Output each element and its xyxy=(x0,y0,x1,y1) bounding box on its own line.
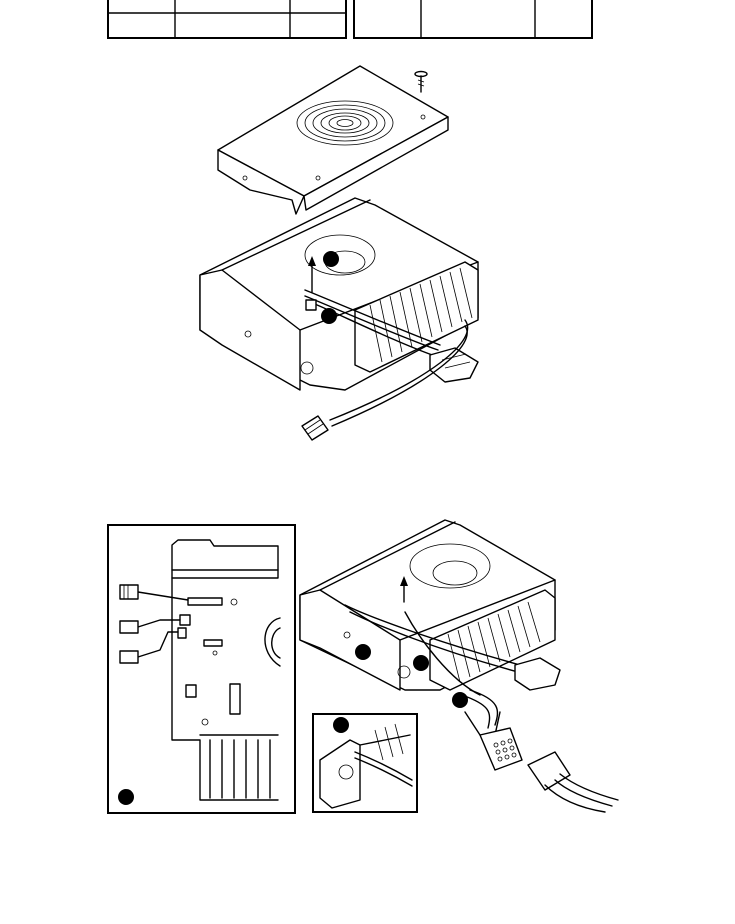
callout-marker-3 xyxy=(118,789,134,805)
wire-plug-1-icon xyxy=(119,584,139,600)
callout-marker-5 xyxy=(413,655,429,671)
multi-pin-connector-icon xyxy=(479,727,523,771)
top-cover-illustration xyxy=(199,65,479,441)
bottom-chassis-illustration xyxy=(299,519,619,813)
callout-marker-2 xyxy=(321,308,337,324)
detail-inset-illustration xyxy=(312,713,418,813)
antenna-connector-icon xyxy=(301,415,329,441)
bottom-power-connector-icon xyxy=(514,657,561,691)
callout-marker-7 xyxy=(333,717,349,733)
callout-marker-4 xyxy=(355,644,371,660)
header-table-left xyxy=(107,0,347,39)
speaker-grille-icon xyxy=(296,100,394,146)
wire-plug-3-icon xyxy=(119,650,139,664)
callout-marker-6 xyxy=(452,692,468,708)
pcb-inset-illustration xyxy=(107,524,296,814)
mating-connector-icon xyxy=(527,751,619,813)
heatsink-fins xyxy=(354,261,479,373)
header-table-right xyxy=(353,0,593,39)
inset-heatsink xyxy=(199,734,279,799)
screw-icon xyxy=(414,70,428,93)
bottom-heatsink-fins xyxy=(429,589,556,691)
wire-plug-2-icon xyxy=(119,620,139,634)
callout-marker-1 xyxy=(323,251,339,267)
